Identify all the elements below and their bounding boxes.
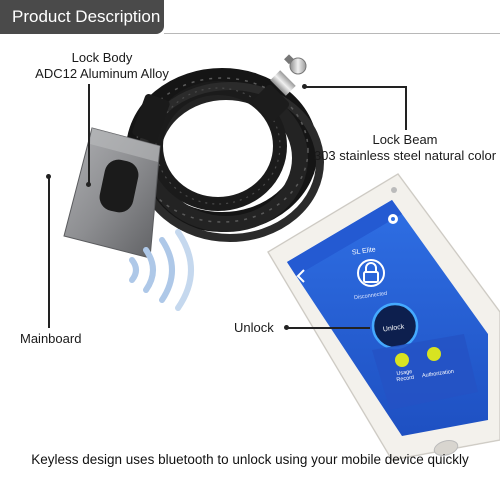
section-title: Product Description: [12, 7, 161, 26]
mainboard-leader: [48, 176, 50, 328]
lock-body-title: Lock Body: [71, 50, 133, 65]
gear-icon: [388, 214, 398, 224]
lock-body-material: ADC12 Aluminum Alloy: [35, 66, 169, 81]
chevron-left-icon: [296, 269, 305, 283]
mainboard-callout: Mainboard: [20, 331, 82, 346]
unlock-leader-dot: [284, 325, 289, 330]
lock-beam-title: Lock Beam: [372, 132, 438, 147]
usage-record-icon: [395, 353, 409, 367]
lock-body: [63, 127, 161, 259]
authorization-icon: [427, 347, 441, 361]
lock-beam-leader-dot: [302, 84, 307, 89]
lock-beam: [252, 54, 307, 122]
unlock-leader: [286, 327, 370, 329]
cable-end-sleeve: [132, 94, 170, 142]
padlock-icon: [357, 259, 385, 287]
mainboard-leader-dot: [46, 174, 51, 179]
app-title: SL Elite: [351, 246, 377, 257]
bluetooth-wave-icon: [129, 229, 194, 311]
lock-body-leader: [88, 84, 90, 184]
lock-body-callout: Lock Body ADC12 Aluminum Alloy: [16, 50, 188, 82]
lock-beam-callout: Lock Beam 303 stainless steel natural co…: [310, 132, 500, 164]
usage-record-label[interactable]: Usage Record: [396, 368, 415, 384]
lock-beam-material: 303 stainless steel natural color: [313, 148, 497, 163]
lock-body-leader-dot: [86, 182, 91, 187]
footer-caption: Keyless design uses bluetooth to unlock …: [31, 452, 469, 467]
unlock-callout: Unlock: [234, 320, 274, 335]
header-divider: [164, 33, 500, 34]
lock-beam-leader-h: [306, 86, 406, 88]
unlock-button[interactable]: Unlock: [382, 323, 405, 334]
section-header: Product Description: [0, 0, 164, 34]
lock-beam-leader-v: [405, 86, 407, 130]
